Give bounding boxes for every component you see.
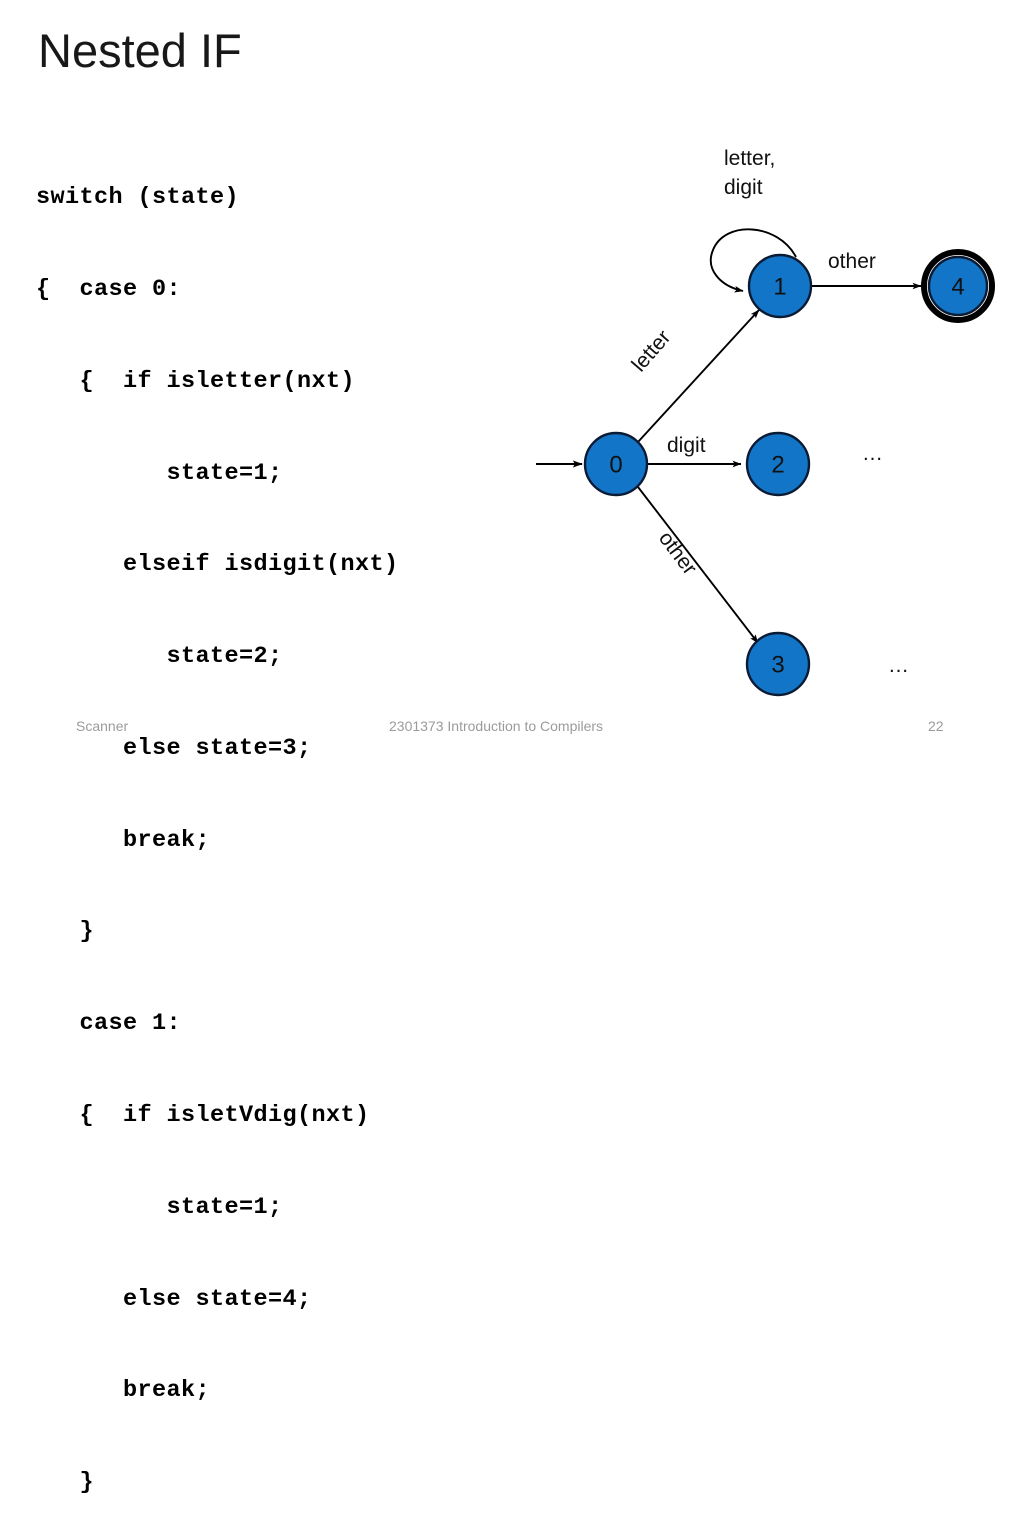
- footer-center-text: 2301373 Introduction to Compilers: [389, 718, 604, 734]
- code-block: switch (state) { case 0: { if isletter(n…: [36, 122, 399, 1536]
- state-node-4-accepting[interactable]: 4: [921, 249, 995, 323]
- state-label-1: 1: [773, 274, 786, 301]
- edge-label-self-loop-line1: letter,: [724, 147, 775, 170]
- code-line: break;: [36, 1377, 211, 1405]
- footer-slide-number: 22: [928, 718, 944, 734]
- edge-label-other-0-to-3: other: [654, 527, 701, 579]
- edge-0-to-1: [637, 309, 760, 443]
- state-label-3: 3: [771, 652, 784, 679]
- state-node-1[interactable]: 1: [747, 253, 813, 319]
- state-label-0: 0: [609, 452, 622, 479]
- edge-0-to-3: [637, 486, 759, 644]
- state-circle-4: [927, 255, 989, 317]
- code-line: { case 0:: [36, 275, 182, 303]
- code-line: { if isletVdig(nxt): [36, 1102, 370, 1129]
- edge-label-self-loop-line2: digit: [724, 176, 763, 199]
- code-line: state=2;: [36, 643, 283, 671]
- state-circle-3: [745, 631, 811, 697]
- code-line: { if isletter(nxt): [36, 367, 356, 395]
- code-line: else state=4;: [36, 1285, 312, 1313]
- code-line: }: [36, 918, 95, 946]
- state-node-0[interactable]: 0: [583, 431, 649, 497]
- state-circle-0: [583, 431, 649, 497]
- code-line: switch (state): [36, 184, 240, 212]
- state-label-2: 2: [771, 452, 784, 479]
- state-node-2[interactable]: 2: [745, 431, 811, 497]
- edge-label-digit-0-to-2: digit: [667, 434, 706, 457]
- slide-footer: Scanner 2301373 Introduction to Compiler…: [0, 718, 1024, 748]
- ellipsis-near-state-2: …: [862, 442, 885, 465]
- code-line: else state=3;: [36, 734, 312, 762]
- code-line: elseif isdigit(nxt): [36, 551, 399, 579]
- code-line: break;: [36, 826, 211, 854]
- edge-1-self-loop: [709, 228, 797, 293]
- diagram-canvas: 0 1 2 3 4 letter, digit other digit lett…: [536, 147, 995, 697]
- state-accepting-outer-ring: [921, 249, 995, 323]
- page-title: Nested IF: [38, 24, 242, 77]
- state-machine-diagram: 0 1 2 3 4 letter, digit other digit lett…: [510, 120, 1020, 720]
- state-label-4: 4: [951, 274, 964, 301]
- code-line: state=1;: [36, 459, 283, 487]
- state-circle-1: [747, 253, 813, 319]
- ellipsis-near-state-3: …: [888, 654, 911, 677]
- code-line: case 1:: [36, 1010, 182, 1038]
- edge-label-letter-0-to-1: letter: [627, 326, 675, 376]
- code-line: }: [36, 1469, 95, 1497]
- code-line: state=1;: [36, 1193, 283, 1221]
- edge-label-other-1-to-4: other: [828, 250, 876, 273]
- state-node-3[interactable]: 3: [745, 631, 811, 697]
- state-circle-2: [745, 431, 811, 497]
- footer-left-text: Scanner: [76, 718, 129, 734]
